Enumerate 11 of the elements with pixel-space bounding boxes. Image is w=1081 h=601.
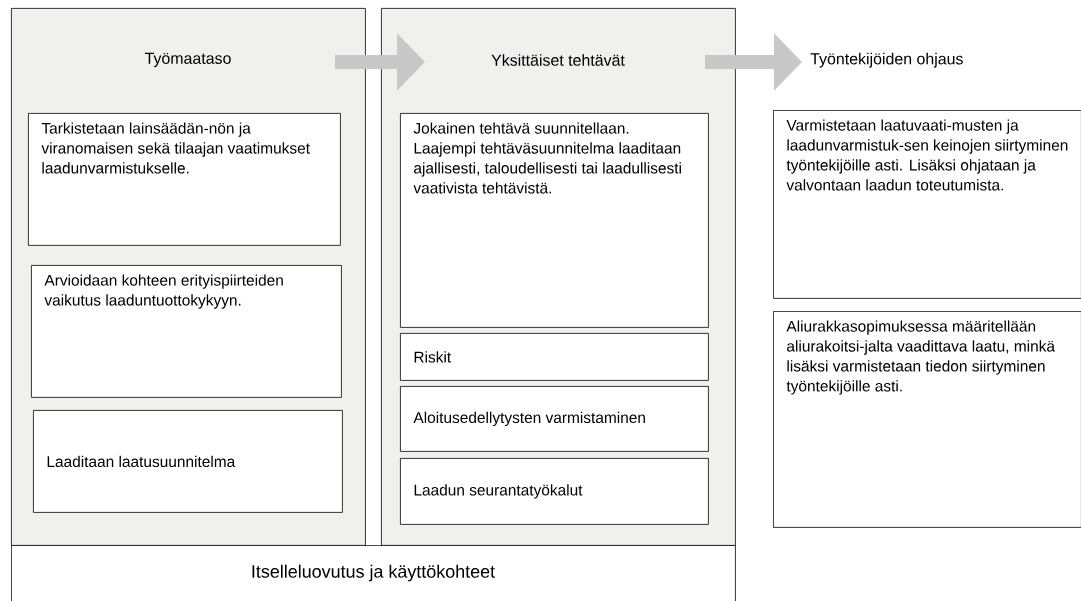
- footer-band: Itselleluovutus ja käyttökohteet: [11, 545, 736, 601]
- text-box: Aliurakkasopimuksessa määritellään aliurakoitsi-jalta vaadittava laatu, minkä lisäksi varmistetaan tiedon siirtyminen työntekijöille asti.: [773, 311, 1081, 528]
- text-box: Jokainen tehtävä suunnitellaan. Laajempi tehtäväsuunnitelma laaditaan ajallisesti, taloudellisesti tai laadullisesti vaativista tehtävistä.: [400, 113, 709, 328]
- text-box: Arvioidaan kohteen erityispiirteiden vaikutus laaduntuottokykyyn.: [31, 265, 342, 398]
- text-box: Riskit: [400, 333, 709, 381]
- text-box: Laadun seurantatyökalut: [400, 458, 709, 525]
- text-box: Laaditaan laatusuunnitelma: [33, 410, 343, 513]
- text-box: Aloitusedellytysten varmistaminen: [400, 386, 709, 452]
- text-box: Varmistetaan laatuvaati-musten ja laadunvarmistuk-sen keinojen siirtyminen työntekijöille asti. Lisäksi ohjataan ja valvontaan laadun toteutumista.: [773, 110, 1081, 299]
- text-box: Tarkistetaan lainsäädän-nön ja viranomaisen sekä tilaajan vaatimukset laadunvarmistukselle.: [28, 113, 341, 246]
- heading: Työntekijöiden ohjaus: [810, 52, 963, 68]
